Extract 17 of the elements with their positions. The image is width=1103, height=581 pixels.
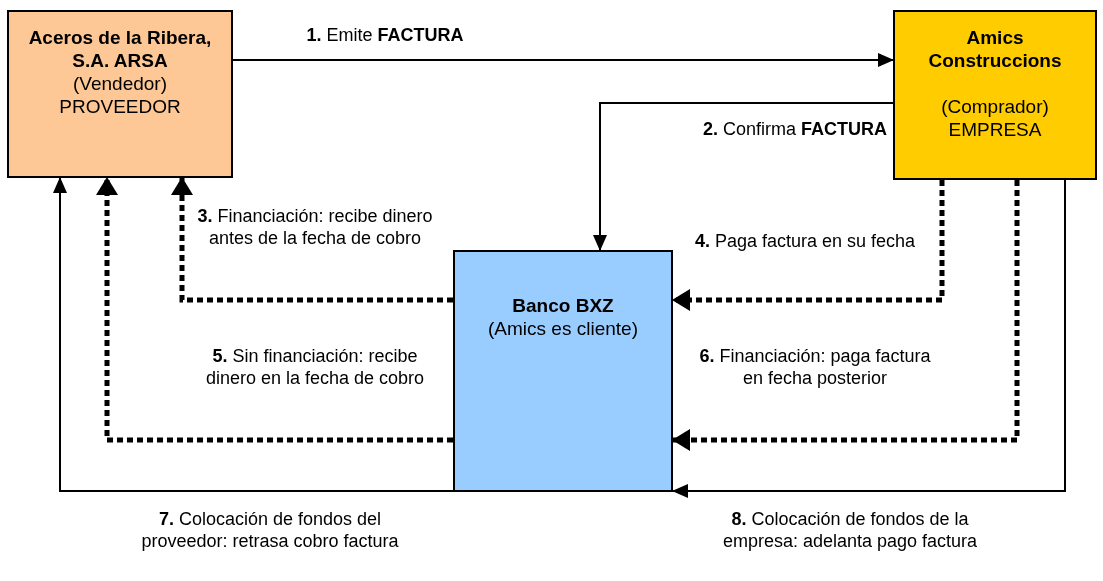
arrow [232,53,894,67]
arrow [672,180,1020,451]
arrow [171,177,453,303]
party-box [893,10,1097,180]
party-role: (Amics es cliente) [488,317,638,340]
party-name: Banco BXZ [512,294,614,317]
party-name: Aceros de la Ribera, S.A. ARSA [27,26,213,72]
party-box [7,10,233,178]
party-name: Amics Construccions [927,26,1063,72]
party-box [453,250,673,492]
party-role: (Comprador) EMPRESA [940,95,1050,141]
arrow [53,177,454,492]
arrow [593,102,894,251]
arrow [672,179,1066,498]
arrow [672,180,945,311]
party-role: (Vendedor) PROVEEDOR [58,72,182,118]
arrow [96,177,453,443]
